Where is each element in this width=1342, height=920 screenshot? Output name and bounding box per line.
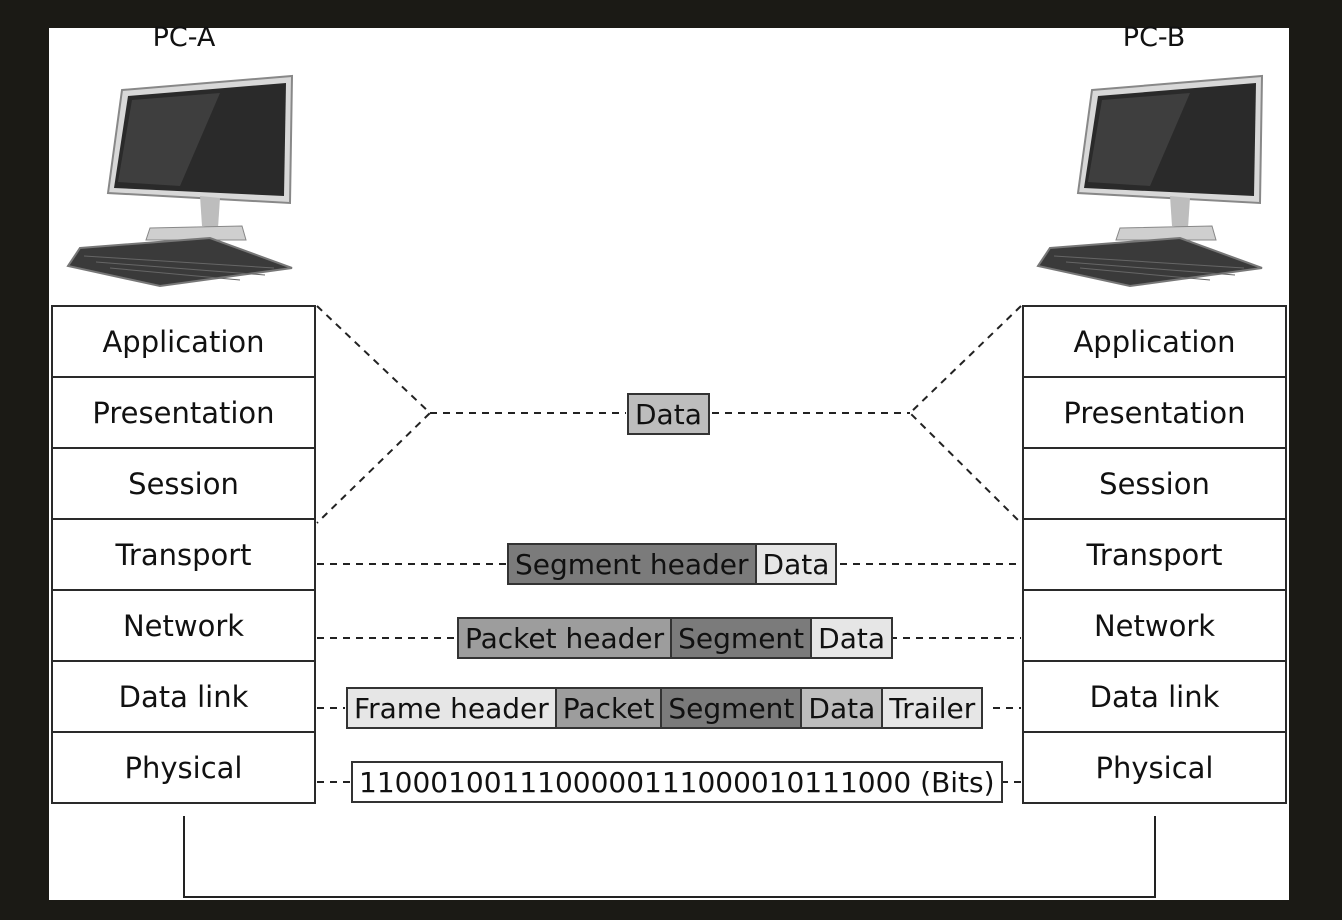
frame-segment-cell: Segment [662,689,803,727]
bits-cell: 1100010011100000111000010111000 (Bits) [353,763,1001,801]
frame-header-cell: Frame header [348,689,557,727]
packet-data-cell: Data [812,619,892,657]
segment-data-cell: Data [756,545,836,583]
pdu-segment: Segment header Data [507,543,838,585]
packet-segment-cell: Segment [672,619,813,657]
layer-transport: Transport [1022,518,1287,591]
layer-data-link: Data link [1022,660,1287,733]
computer-icon [1036,74,1264,288]
frame-packet-cell: Packet [556,689,663,727]
layer-presentation: Presentation [51,376,316,449]
layer-session: Session [1022,447,1287,520]
upper-right-connector [908,305,1022,524]
upper-left-connector [316,305,432,524]
pdu-data: Data [627,393,710,435]
frame-data-cell: Data [802,689,884,727]
layer-physical: Physical [51,731,316,804]
layer-network: Network [51,589,316,662]
packet-header-cell: Packet header [459,619,673,657]
layer-data-link: Data link [51,660,316,733]
layer-presentation: Presentation [1022,376,1287,449]
pdu-data-cell: Data [629,395,708,433]
layer-application: Application [51,305,316,378]
pdu-bits: 1100010011100000111000010111000 (Bits) [351,761,1003,803]
layer-physical: Physical [1022,731,1287,804]
computer-icon [66,74,294,288]
pdu-packet: Packet header Segment Data [457,617,894,659]
pdu-frame: Frame header Packet Segment Data Trailer [346,687,984,729]
pc-a-label: PC-A [152,22,216,53]
frame-trailer-cell: Trailer [883,689,982,727]
layer-network: Network [1022,589,1287,662]
osi-stack-pc-a: Application Presentation Session Transpo… [51,305,316,804]
layer-session: Session [51,447,316,520]
osi-stack-pc-b: Application Presentation Session Transpo… [1022,305,1287,804]
layer-transport: Transport [51,518,316,591]
physical-cable [183,816,1156,898]
layer-application: Application [1022,305,1287,378]
segment-header-cell: Segment header [509,545,757,583]
pc-b-label: PC-B [1122,22,1186,53]
